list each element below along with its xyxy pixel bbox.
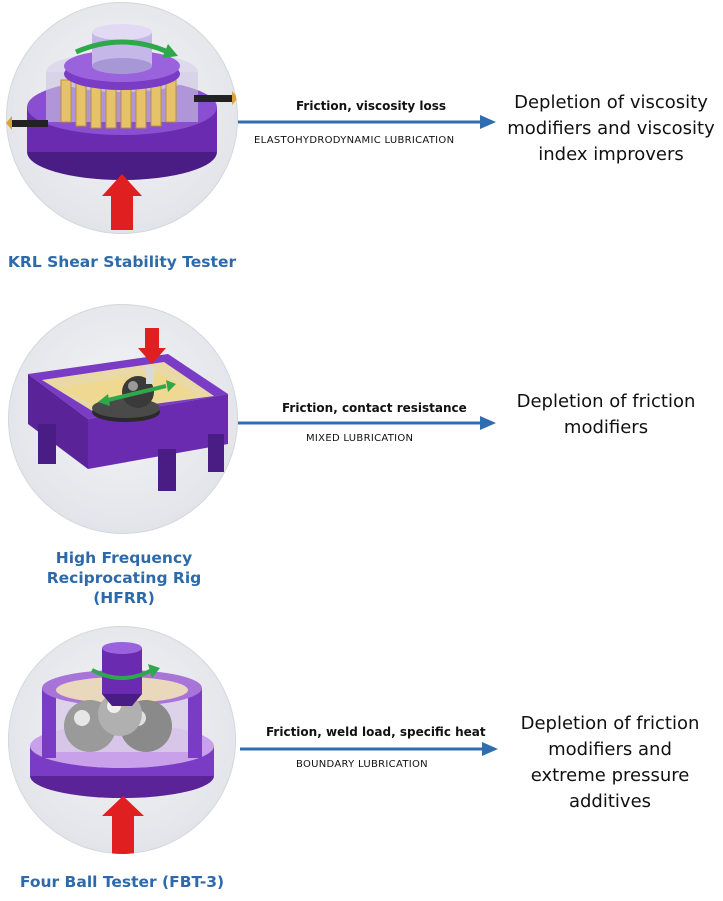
regime-krl: ELASTOHYDRODYNAMIC LUBRICATION <box>254 135 455 146</box>
krl-device-illustration <box>6 2 238 234</box>
tester-name-fbt: Four Ball Tester (FBT-3) <box>19 873 225 891</box>
tester-name-krl: KRL Shear Stability Tester <box>7 253 237 271</box>
row-hfrr: High Frequency Reciprocating Rig (HFRR) … <box>0 300 723 607</box>
hfrr-device-illustration <box>8 304 238 534</box>
flow-arrow-hfrr <box>238 416 496 430</box>
flow-arrow-fbt <box>240 742 498 756</box>
tester-name-hfrr: High Frequency Reciprocating Rig (HFRR) <box>46 549 202 607</box>
outcome-hfrr: Depletion of friction modifiers <box>516 391 696 438</box>
measurement-hfrr: Friction, contact resistance <box>282 401 467 415</box>
regime-fbt: BOUNDARY LUBRICATION <box>296 759 428 770</box>
measurement-krl: Friction, viscosity loss <box>296 99 447 113</box>
outcome-krl: Depletion of viscosity modifiers and vis… <box>507 92 715 165</box>
regime-hfrr: MIXED LUBRICATION <box>306 433 414 444</box>
measurement-fbt: Friction, weld load, specific heat <box>266 725 486 739</box>
row-krl: KRL Shear Stability Tester Friction, vis… <box>0 0 723 280</box>
outcome-fbt: Depletion of friction modifiers and extr… <box>520 713 700 812</box>
fbt-device-illustration <box>8 626 236 854</box>
row-fbt: Four Ball Tester (FBT-3) Friction, weld … <box>0 620 723 901</box>
flow-arrow-krl <box>238 115 496 129</box>
